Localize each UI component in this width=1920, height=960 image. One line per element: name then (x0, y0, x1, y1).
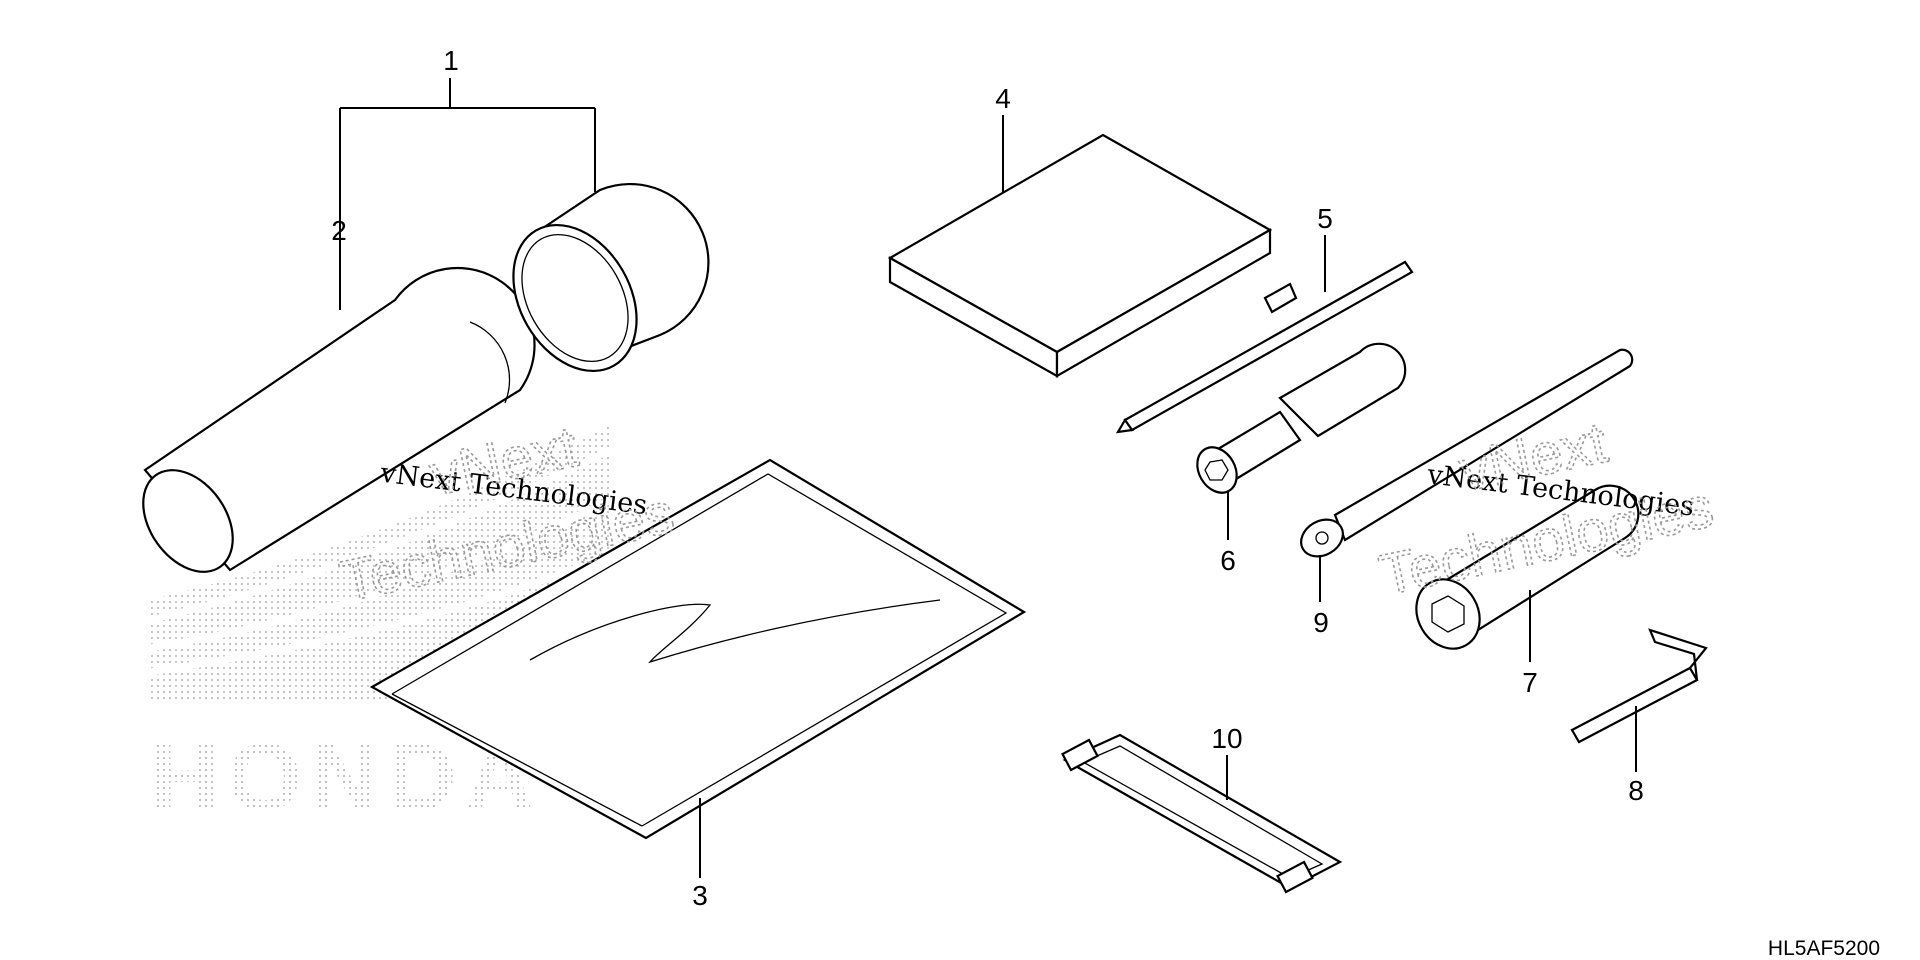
part-5-screwdriver-shaft (1115, 235, 1414, 434)
part-8-hex-key (1570, 628, 1708, 772)
callout-1[interactable]: 1 (443, 45, 459, 76)
part-9-spanner (1300, 348, 1634, 602)
diagram-code: HL5AF5200 (1768, 937, 1880, 960)
callout-7[interactable]: 7 (1522, 667, 1538, 698)
callout-6[interactable]: 6 (1220, 545, 1236, 576)
callout-4[interactable]: 4 (995, 83, 1011, 114)
part-1-tool-case-cap (512, 182, 710, 373)
part-2-tool-case-tube (142, 266, 536, 573)
part-4-owners-manual (887, 115, 1273, 378)
callout-5[interactable]: 5 (1317, 203, 1333, 234)
callout-1-bracket (339, 78, 596, 310)
callout-3[interactable]: 3 (692, 880, 708, 911)
part-3-tool-bag (369, 458, 1027, 878)
callout-2[interactable]: 2 (331, 215, 347, 246)
part-6-screwdriver-grip (1196, 342, 1407, 540)
callout-10[interactable]: 10 (1211, 723, 1242, 754)
callout-8[interactable]: 8 (1628, 775, 1644, 806)
part-10-rubber-strap (1061, 733, 1343, 894)
part-7-spark-plug-wrench (1415, 484, 1640, 662)
callout-9[interactable]: 9 (1313, 607, 1329, 638)
